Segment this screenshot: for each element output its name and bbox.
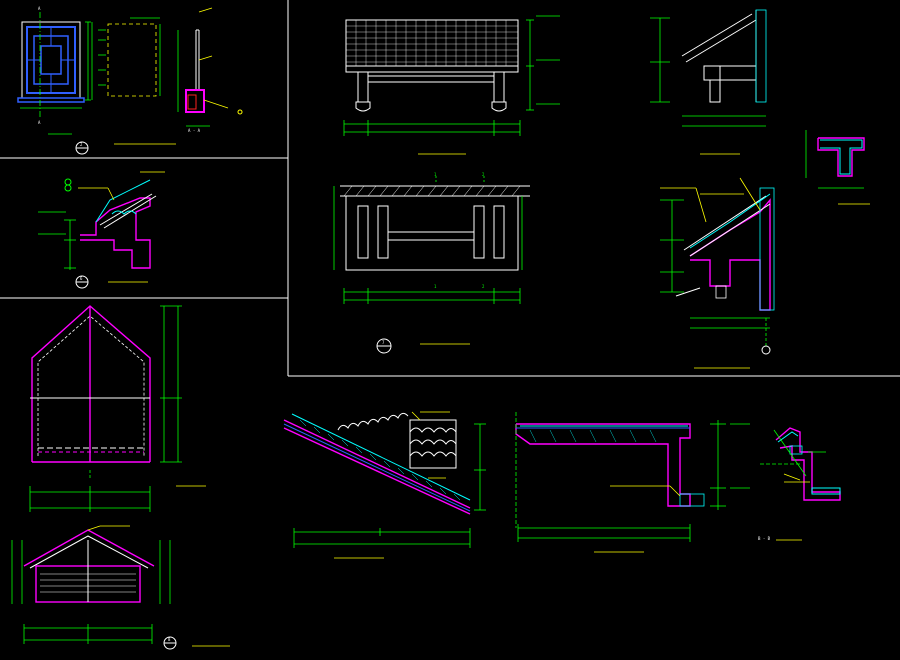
gate-section-elevation: 1 2 1 2	[333, 172, 530, 304]
cut-mark-1-top: 1	[434, 172, 437, 177]
sheet-frame	[0, 0, 900, 377]
sloped-roof-section	[283, 411, 486, 559]
canopy-section-aa	[515, 412, 750, 553]
svg-text:2: 2	[80, 142, 83, 147]
svg-text:8: 8	[168, 637, 171, 642]
cut-mark-1-bottom: 1	[434, 284, 437, 289]
svg-text:6: 6	[80, 276, 83, 281]
gutter-detail: B - B	[758, 427, 841, 541]
detail-marker-6: 6	[75, 275, 148, 289]
gable-front-elevation	[11, 525, 171, 644]
section-detail-bb	[805, 130, 870, 205]
section-title-aa: A - A	[188, 128, 201, 133]
gate-tile-elevation	[343, 15, 560, 155]
section-mark-a-top: A	[38, 6, 41, 11]
section-title-bb: B - B	[758, 536, 771, 541]
detail-marker-7: 7	[376, 338, 470, 354]
window-dimensions	[91, 17, 161, 100]
window-section-aa: A - A	[177, 7, 243, 133]
gable-elevation-plan	[29, 305, 206, 512]
svg-text:7: 7	[382, 340, 385, 345]
detail-marker-8: 8	[163, 636, 230, 650]
roof-side-elevation	[650, 9, 767, 155]
eave-section-detail-small	[38, 171, 165, 270]
detail-marker-2: 2	[75, 141, 176, 155]
eave-section-detail-large	[660, 177, 775, 369]
cut-mark-2-top: 2	[482, 172, 485, 177]
window-elevation: A A	[17, 6, 91, 135]
section-mark-a-bottom: A	[38, 120, 41, 125]
cut-mark-2-bottom: 2	[482, 284, 485, 289]
